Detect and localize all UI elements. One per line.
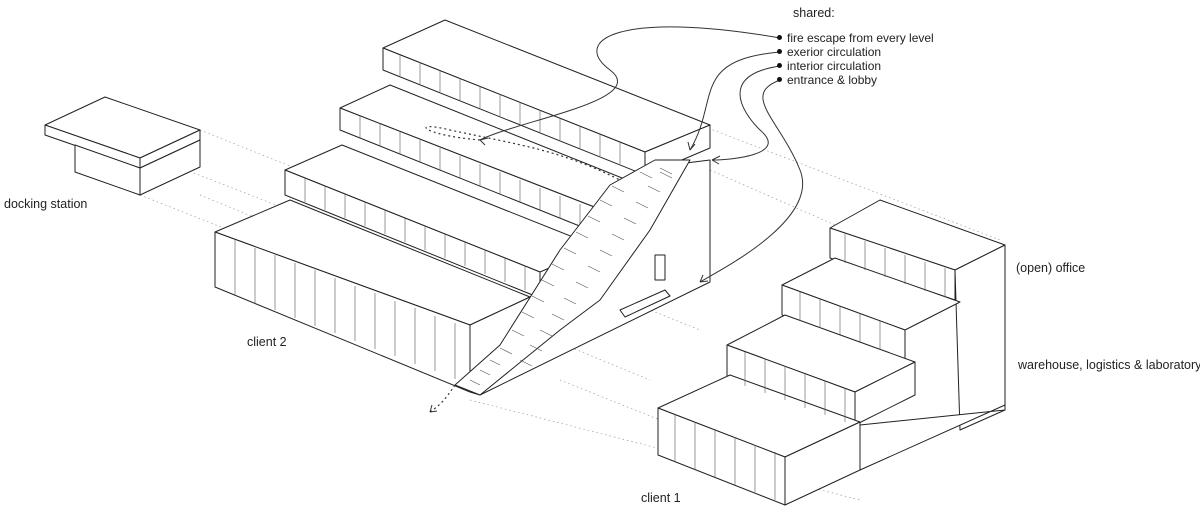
legend-title: shared: [793, 6, 835, 20]
label-client-1: client 1 [641, 491, 681, 505]
legend-item-label: fire escape from every level [787, 31, 934, 45]
legend-item-label: interior circulation [787, 59, 882, 73]
label-open-office: (open) office [1016, 261, 1086, 275]
docking-station-block [44, 96, 201, 196]
label-docking-station: docking station [4, 197, 88, 211]
legend-item-label: entrance & lobby [787, 73, 878, 87]
bullet-icon [777, 77, 782, 83]
client-2-building [214, 19, 711, 396]
bullet-icon [777, 63, 782, 69]
label-warehouse: warehouse, logistics & laboratory [1018, 358, 1200, 372]
circulation-arrows [425, 26, 804, 413]
legend-item-fire-escape: fire escape from every level [777, 31, 934, 45]
legend-item-exterior-circulation: exerior circulation [777, 45, 881, 59]
label-client-2: client 2 [247, 335, 287, 349]
client-1-building [657, 199, 1006, 506]
legend-item-interior-circulation: interior circulation [777, 59, 881, 73]
legend-item-entrance-lobby: entrance & lobby [777, 73, 877, 87]
legend-item-label: exerior circulation [787, 45, 882, 59]
bullet-icon [777, 35, 782, 41]
bullet-icon [777, 49, 782, 55]
